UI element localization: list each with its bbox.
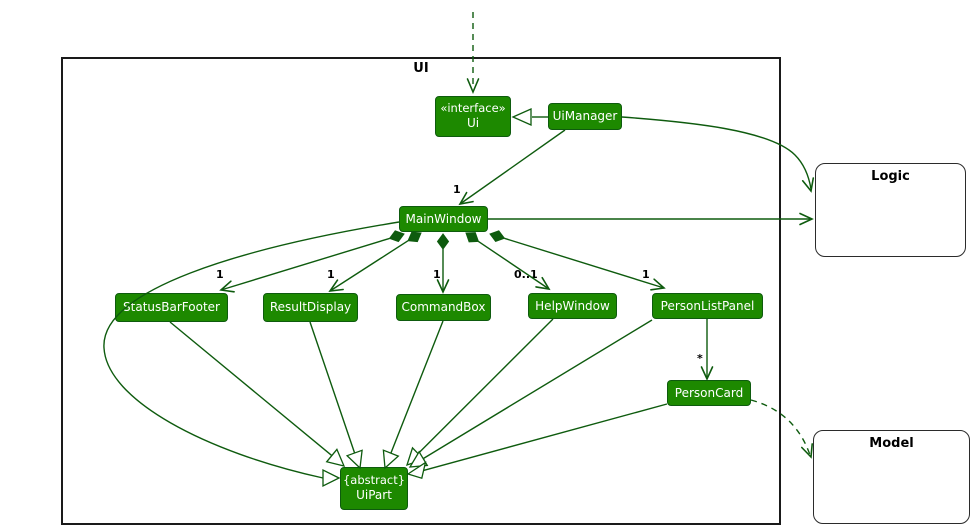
multiplicity-personlistpanel: 1 bbox=[642, 268, 650, 281]
multiplicity-commandbox: 1 bbox=[433, 268, 441, 281]
multiplicity-personcard: * bbox=[697, 352, 703, 365]
class-personlistpanel: PersonListPanel bbox=[652, 293, 763, 319]
class-mainwindow: MainWindow bbox=[399, 206, 488, 232]
logic-component-title: Logic bbox=[871, 169, 910, 184]
model-component-box: Model bbox=[813, 430, 970, 524]
class-personcard-name: PersonCard bbox=[674, 385, 744, 400]
class-uimanager-name: UiManager bbox=[552, 109, 618, 124]
ui-package-frame bbox=[61, 57, 781, 525]
model-component-title: Model bbox=[869, 436, 914, 451]
class-helpwindow: HelpWindow bbox=[528, 293, 617, 319]
class-resultdisplay: ResultDisplay bbox=[263, 293, 358, 322]
class-uipart-name: UiPart bbox=[356, 488, 392, 503]
multiplicity-statusbarfooter: 1 bbox=[216, 268, 224, 281]
class-ui-name: Ui bbox=[466, 116, 480, 131]
class-ui-interface: «interface» Ui bbox=[435, 96, 511, 137]
class-uipart-abstract: {abstract} UiPart bbox=[340, 467, 408, 510]
class-uipart-stereotype: {abstract} bbox=[342, 473, 406, 488]
class-personcard: PersonCard bbox=[667, 380, 751, 406]
class-commandbox-name: CommandBox bbox=[401, 300, 486, 315]
ui-package-label: UI bbox=[413, 61, 429, 76]
multiplicity-helpwindow: 0..1 bbox=[514, 268, 538, 281]
logic-component-box: Logic bbox=[815, 163, 966, 257]
class-mainwindow-name: MainWindow bbox=[405, 211, 482, 226]
class-uimanager: UiManager bbox=[548, 103, 622, 130]
class-statusbarfooter: StatusBarFooter bbox=[115, 293, 228, 322]
multiplicity-resultdisplay: 1 bbox=[327, 268, 335, 281]
multiplicity-uimanager-mainwindow: 1 bbox=[453, 183, 461, 196]
class-statusbarfooter-name: StatusBarFooter bbox=[123, 300, 220, 315]
class-personlistpanel-name: PersonListPanel bbox=[660, 298, 755, 313]
class-resultdisplay-name: ResultDisplay bbox=[269, 300, 352, 315]
class-ui-stereotype: «interface» bbox=[440, 101, 506, 116]
class-commandbox: CommandBox bbox=[396, 294, 491, 321]
class-helpwindow-name: HelpWindow bbox=[535, 298, 610, 313]
